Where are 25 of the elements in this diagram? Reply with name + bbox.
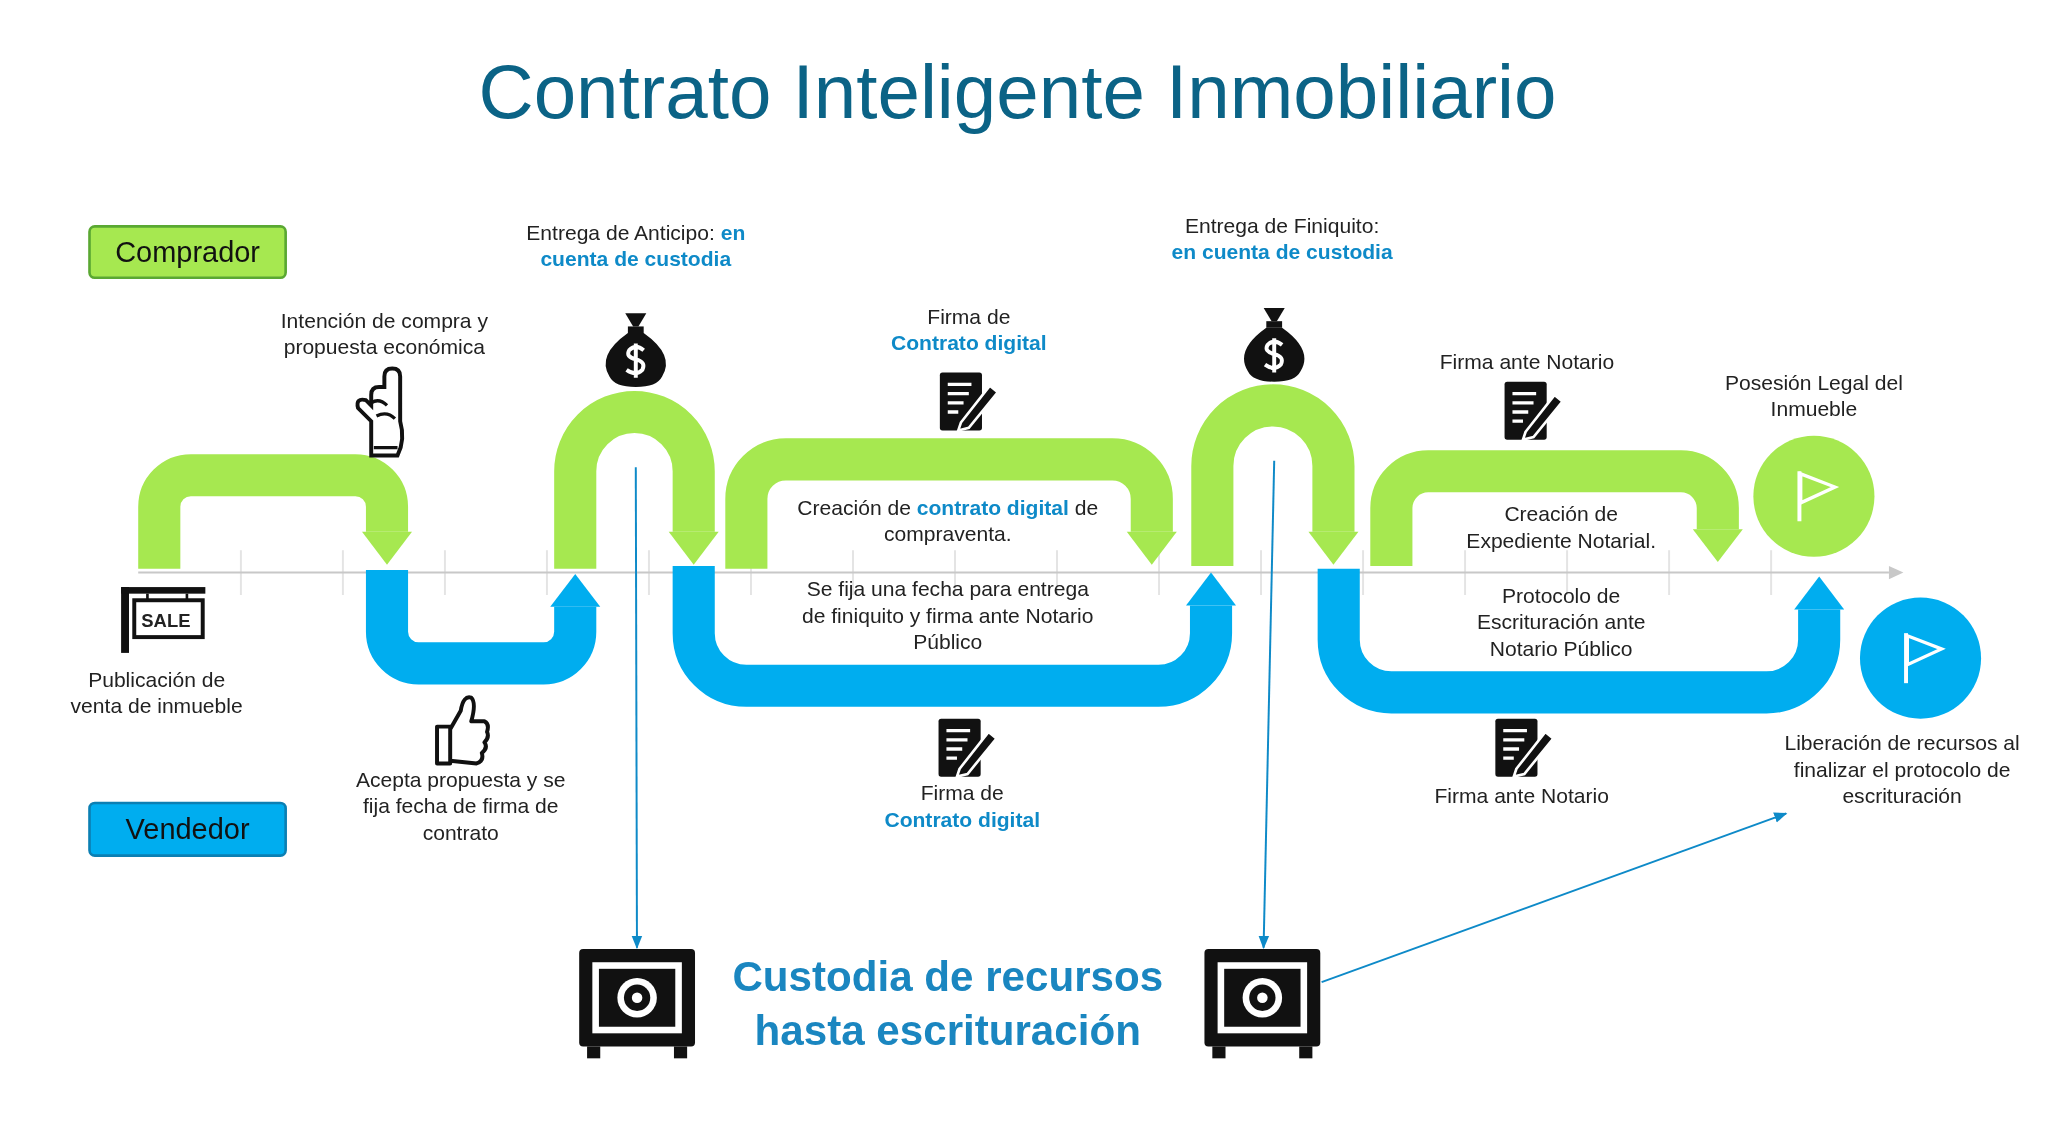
step-text: Entrega de Anticipo: en cuenta de custodia xyxy=(525,220,747,272)
step-text: Creación de Expediente Notarial. xyxy=(1465,501,1657,554)
sign-text: SALE xyxy=(140,608,192,632)
role-label: Vendedor xyxy=(88,801,287,857)
step-text: Firma de Contrato digital xyxy=(890,304,1048,357)
step-text: Firma ante Notario xyxy=(1433,783,1610,809)
step-text: Protocolo de Escrituración ante Notario Público xyxy=(1475,583,1647,662)
safe-icon xyxy=(1204,949,1321,1059)
step-text: Acepta propuesta y se fija fecha de firma de contrato xyxy=(355,767,566,846)
safe-icon xyxy=(579,949,695,1059)
arrow xyxy=(1258,459,1276,950)
step-text: Firma de Contrato digital xyxy=(883,780,1042,833)
arrow xyxy=(631,466,643,950)
role-label: Comprador xyxy=(88,225,287,280)
arrow xyxy=(1320,812,1788,984)
note-text: Liberación de recursos al finalizar el protocolo de escrituración xyxy=(1779,730,2025,813)
heading-text: Custodia de recursos hasta escrituración xyxy=(731,952,1165,1057)
step-text: Creación de contrato digital de compraventa. xyxy=(796,495,1100,547)
title: Contrato Inteligente Inmobiliario xyxy=(477,47,1558,137)
step-text: Intención de compra y propuesta económica xyxy=(279,308,489,361)
step-text: Posesión Legal del Inmueble xyxy=(1723,370,1904,422)
step-text: Se fija una fecha para entrega de finiquito y firma ante Notario Público xyxy=(801,576,1095,655)
step-text: Publicación de venta de inmueble xyxy=(69,667,244,720)
step-text: Entrega de Finiquito: en cuenta de custodia xyxy=(1170,213,1394,266)
step-text: Firma ante Notario xyxy=(1438,349,1616,375)
